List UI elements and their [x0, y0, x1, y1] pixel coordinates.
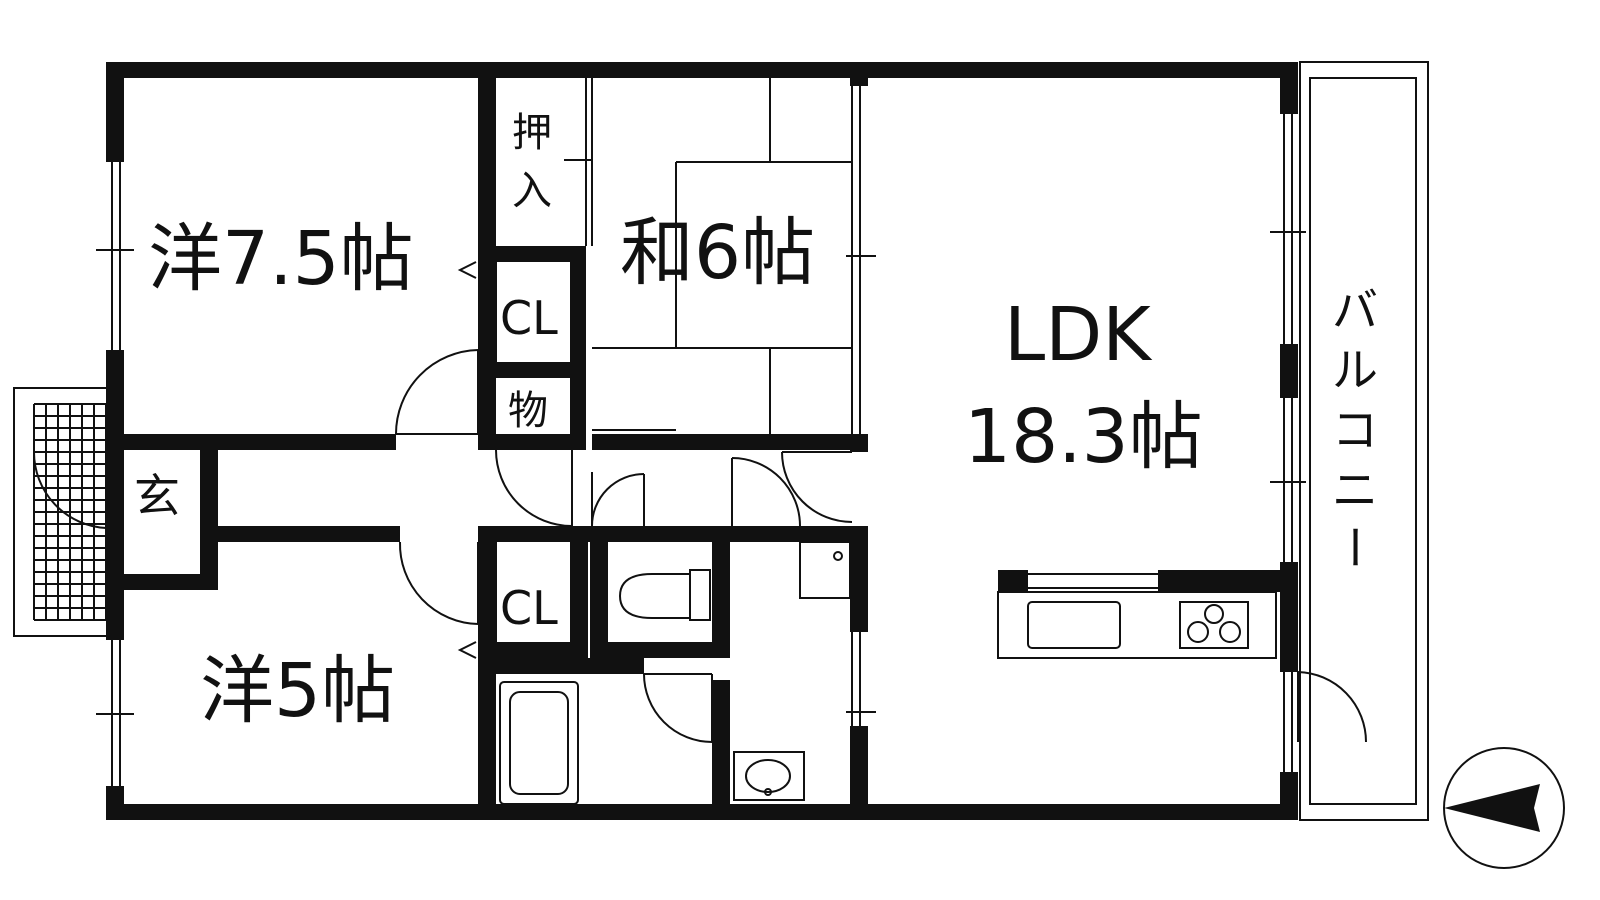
oshiire-label-top: 押 — [512, 110, 552, 156]
washing-machine-space — [799, 541, 851, 599]
kitchen-counter — [997, 591, 1277, 659]
balcony — [1299, 61, 1429, 821]
room-label-western-large: 洋7.5帖 — [148, 216, 414, 302]
north-arrow-icon — [1443, 747, 1565, 869]
washbasin-icon — [733, 751, 805, 801]
oshiire-label-bottom: 入 — [512, 168, 552, 214]
windows — [96, 114, 1306, 786]
kitchen-sink-icon — [1027, 601, 1121, 649]
closet-label-upper: CL — [500, 291, 558, 345]
outer-walls — [106, 62, 1298, 820]
bathtub-icon — [499, 681, 579, 805]
room-label-western-small: 洋5帖 — [200, 648, 395, 734]
room-label-ldk-name: LDK — [1004, 292, 1153, 378]
closet-details — [457, 261, 497, 659]
balcony-char: ル — [1332, 343, 1378, 397]
balcony-label: バ ル コ ニ ー — [1327, 283, 1381, 570]
doors — [32, 349, 1367, 743]
storage-label: 物 — [508, 388, 548, 434]
balcony-char: ニ — [1332, 463, 1378, 517]
toilet-icon — [618, 569, 711, 621]
tatami-lines — [592, 78, 852, 434]
balcony-char: ー — [1327, 524, 1381, 570]
balcony-char: コ — [1332, 403, 1378, 457]
entrance-label: 玄 — [134, 469, 180, 523]
balcony-char: バ — [1332, 283, 1378, 337]
interior-walls — [106, 62, 1298, 820]
sliding-partitions — [564, 78, 876, 726]
room-label-japanese: 和6帖 — [620, 210, 815, 296]
closet-label-lower: CL — [500, 581, 558, 635]
stove-icon — [1179, 601, 1249, 649]
room-label-ldk-size: 18.3帖 — [964, 394, 1203, 480]
